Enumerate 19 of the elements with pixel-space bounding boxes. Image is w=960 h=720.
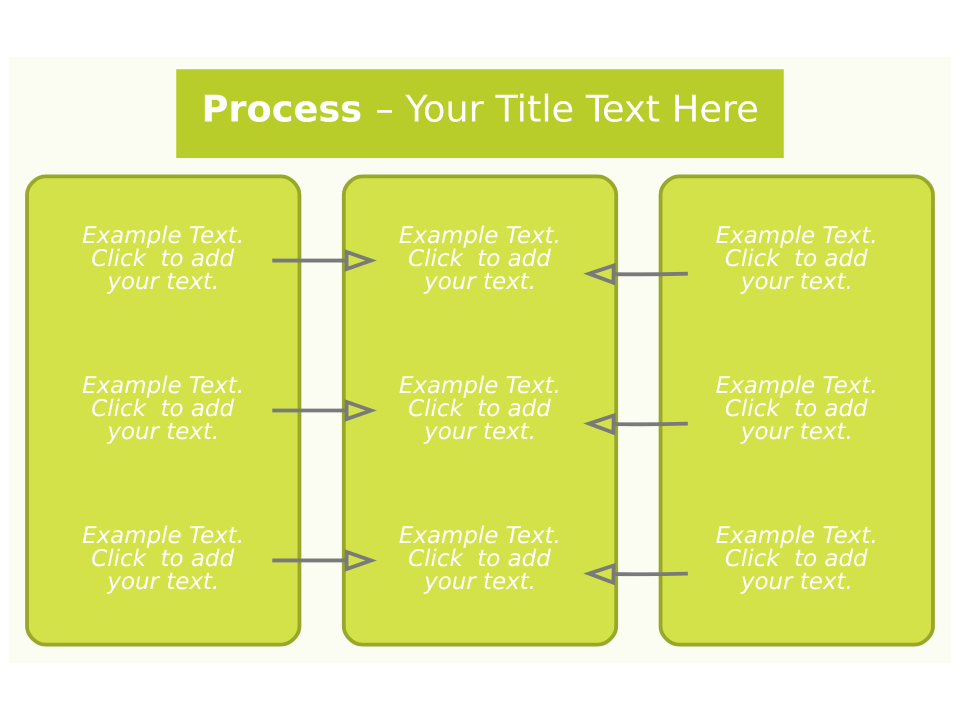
- node-text: Example Text. Click to add your text.: [82, 522, 244, 595]
- node-text: Example Text. Click to add your text.: [82, 222, 244, 295]
- arrow: [583, 562, 688, 586]
- cluster: [342, 174, 618, 647]
- node-text: Example Text. Click to add your text.: [398, 522, 561, 595]
- node-text: Example Text. Click to add your text.: [716, 522, 878, 595]
- cluster: [25, 174, 302, 647]
- node-text: Example Text. Click to add your text.: [82, 372, 244, 445]
- arrow: [272, 549, 377, 572]
- arrow: [583, 262, 688, 286]
- diagram-title: Process – Your Title Text Here: [201, 88, 759, 131]
- arrow: [272, 249, 377, 272]
- node-text: Example Text. Click to add your text.: [398, 372, 561, 445]
- node-text: Example Text. Click to add your text.: [716, 222, 878, 295]
- arrow: [583, 412, 688, 436]
- cluster: [658, 174, 935, 647]
- arrow: [272, 399, 377, 422]
- node-text: Example Text. Click to add your text.: [716, 372, 878, 445]
- node-text: Example Text. Click to add your text.: [398, 222, 561, 295]
